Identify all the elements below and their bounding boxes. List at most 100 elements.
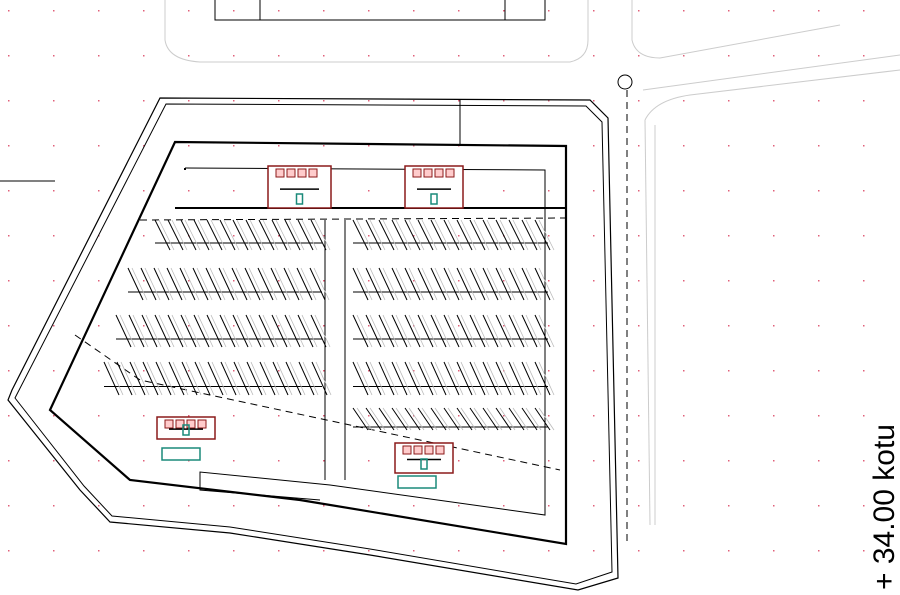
grid-mark [773, 100, 775, 102]
parking-stall-line [495, 407, 512, 431]
parking-stall-line [482, 314, 499, 348]
parking-stall-line [219, 314, 236, 348]
grid-mark [683, 505, 685, 507]
parking-stall-edge [158, 219, 175, 251]
grid-mark [278, 415, 280, 417]
grid-mark [593, 100, 595, 102]
grid-mark [53, 505, 55, 507]
parking-stall-line [127, 267, 144, 301]
parking-stall-edge [262, 219, 279, 251]
parking-stall-edge [434, 267, 451, 301]
parking-stall-edge [395, 361, 412, 396]
parking-stall-line [417, 219, 434, 251]
parking-stall-line [443, 314, 460, 348]
parking-stall-line [167, 219, 184, 251]
wc-cabin [435, 445, 445, 455]
parking-stall-line [378, 361, 395, 396]
grid-mark [413, 550, 415, 552]
grid-mark [233, 460, 235, 462]
grid-mark [98, 550, 100, 552]
grid-mark [638, 550, 640, 552]
parking-stall-edge [133, 361, 150, 396]
parking-stall-line [181, 361, 198, 396]
grid-mark [368, 55, 370, 57]
parking-stall-line [180, 219, 197, 251]
parking-stall-edge [408, 219, 425, 251]
grid-mark [458, 505, 460, 507]
parking-stall-edge [185, 361, 202, 396]
parking-stall-edge [314, 219, 331, 251]
parking-stall-line [219, 219, 236, 251]
parking-stall-edge [196, 267, 213, 301]
parking-stall-edge [382, 267, 399, 301]
grid-mark [278, 145, 280, 147]
grid-mark [188, 370, 190, 372]
grid-mark [368, 10, 370, 12]
wc-cabin [412, 168, 422, 178]
parking-stall-edge [184, 314, 201, 348]
grid-mark [728, 460, 730, 462]
grid-mark [638, 415, 640, 417]
grid-mark [773, 505, 775, 507]
grid-mark [143, 235, 145, 237]
grid-mark [323, 145, 325, 147]
parking-stall-line [352, 267, 369, 301]
parking-stall-edge [538, 267, 555, 301]
parking-stall-edge [382, 407, 399, 431]
parking-stall-edge [263, 361, 280, 396]
grid-mark [53, 370, 55, 372]
parking-stall-edge [408, 267, 425, 301]
parking-stall-line [352, 314, 369, 348]
grid-mark [8, 505, 10, 507]
grid-mark [98, 505, 100, 507]
grid-mark [368, 550, 370, 552]
parking-stall-edge [356, 361, 373, 396]
parking-stall-edge [223, 314, 240, 348]
grid-mark [8, 10, 10, 12]
grid-mark [233, 280, 235, 282]
parking-stall-line [456, 314, 473, 348]
parking-stall-line [430, 219, 447, 251]
wc-cabin [423, 168, 433, 178]
parking-stall-line [482, 407, 499, 431]
parking-stall-line [352, 361, 369, 396]
grid-mark [503, 505, 505, 507]
grid-mark [728, 190, 730, 192]
parking-stall-edge [274, 267, 291, 301]
parking-stall-line [192, 267, 209, 301]
grid-mark [773, 460, 775, 462]
grid-mark [98, 460, 100, 462]
parking-stall-line [272, 361, 289, 396]
parking-stall-edge [288, 314, 305, 348]
grid-mark [98, 415, 100, 417]
grid-mark [728, 100, 730, 102]
grid-mark [98, 10, 100, 12]
grid-mark [548, 415, 550, 417]
parking-stall-line [140, 267, 157, 301]
parking-stall-line [391, 361, 408, 396]
grid-mark [413, 505, 415, 507]
grid-mark [458, 100, 460, 102]
parking-stall-edge [289, 361, 306, 396]
dashed-lines [74, 90, 628, 545]
parking-stall-edge [249, 314, 266, 348]
parking-stall-line [297, 219, 314, 251]
grid-mark [503, 55, 505, 57]
parking-stall-edge [210, 219, 227, 251]
grid-mark [638, 280, 640, 282]
grid-mark [458, 10, 460, 12]
parking-stall-line [245, 219, 262, 251]
grid-mark [683, 460, 685, 462]
parking-stalls [103, 219, 555, 431]
parking-stall-edge [315, 361, 332, 396]
grid-mark [818, 190, 820, 192]
grid-mark [593, 235, 595, 237]
parking-stall-line [284, 314, 301, 348]
parking-stall-line [193, 314, 210, 348]
grid-mark [863, 100, 865, 102]
parking-stall-edge [486, 361, 503, 396]
parking-stall-line [521, 361, 538, 396]
grid-mark [683, 10, 685, 12]
grid-mark [773, 325, 775, 327]
grid-mark [593, 280, 595, 282]
